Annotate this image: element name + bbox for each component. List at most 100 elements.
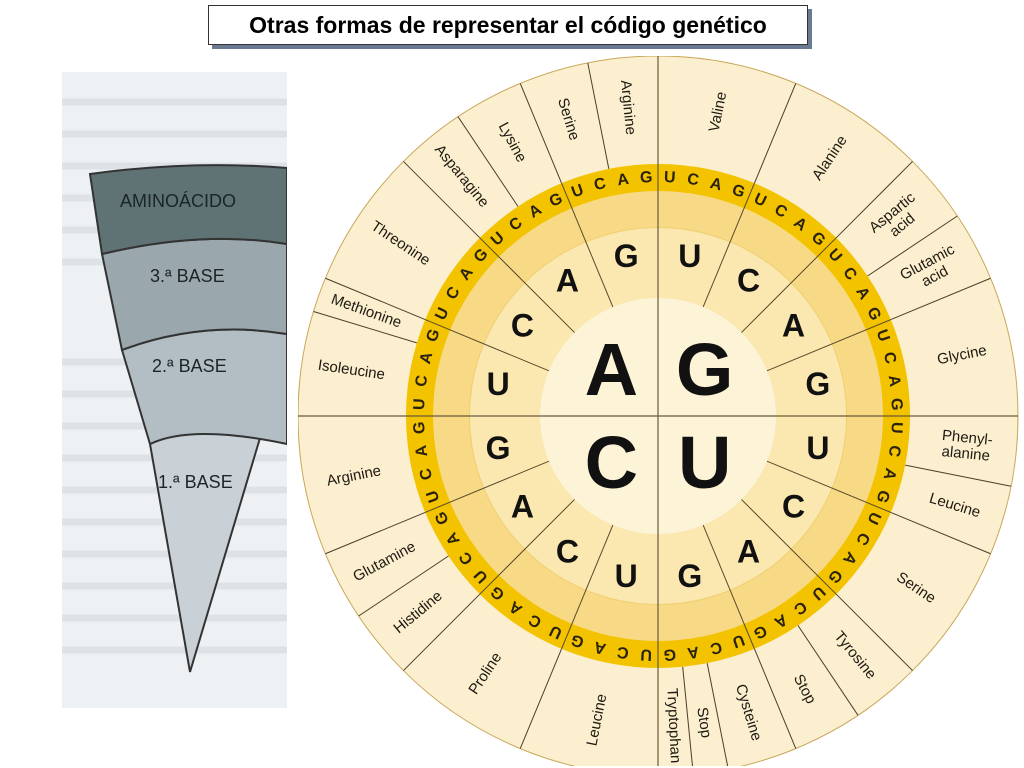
amino-acid-label: Tryptophan xyxy=(663,688,684,764)
codon-funnel-figure: AMINOÁCIDO 3.ª BASE 2.ª BASE 1.ª BASE xyxy=(62,72,287,708)
third-base-label: C xyxy=(885,444,904,458)
second-base-divider xyxy=(741,499,837,595)
third-base-label: C xyxy=(592,175,608,194)
third-base-labels: UCAGUCAGUCAGUCAGUCAGUCAGUCAGUCAGUCAGUCAG… xyxy=(411,169,905,663)
amino-acid-divider xyxy=(587,62,610,169)
first-base-label: G xyxy=(676,328,734,411)
second-base-label: G xyxy=(805,366,830,402)
funnel-aminoacid-segment xyxy=(88,164,287,256)
third-base-label: G xyxy=(730,181,747,201)
third-base-label: G xyxy=(887,398,905,411)
second-base-label: G xyxy=(486,430,511,466)
amino-acid-divider xyxy=(325,511,426,555)
third-base-label: C xyxy=(413,374,432,388)
third-base-label: G xyxy=(663,645,676,663)
second-base-label: U xyxy=(806,430,829,466)
third-base-label: U xyxy=(411,398,429,410)
amino-acid-divider xyxy=(325,277,426,321)
third-base-label: U xyxy=(664,169,676,187)
base-dividers xyxy=(298,56,1018,766)
amino-acid-divider xyxy=(890,511,991,555)
third-base-label: U xyxy=(887,422,905,434)
second-base-label: C xyxy=(737,262,760,298)
third-base-label: A xyxy=(592,638,608,657)
amino-acid-divider xyxy=(835,161,913,239)
third-base-label: G xyxy=(411,421,429,434)
amino-acid-divider xyxy=(890,277,991,321)
first-base-label: A xyxy=(585,328,638,411)
amino-acid-label: Phenyl-alanine xyxy=(940,427,994,465)
amino-acid-divider xyxy=(905,464,1012,487)
second-base-divider xyxy=(424,460,550,513)
third-base-label: G xyxy=(423,327,443,344)
third-base-label: C xyxy=(616,643,630,662)
second-base-divider xyxy=(766,319,892,372)
amino-acid-label: Stop xyxy=(693,706,714,739)
amino-acid-divider xyxy=(519,83,563,184)
third-base-label: G xyxy=(872,488,892,505)
codon-wheel: Phenyl-alanineLeucineSerineTyrosineStopC… xyxy=(298,56,1019,766)
first-base-label: C xyxy=(585,421,638,504)
third-base-label: U xyxy=(640,645,652,663)
amino-acid-divider xyxy=(867,215,958,277)
second-base-label: C xyxy=(511,307,534,343)
funnel-second-base-segment xyxy=(120,328,287,446)
second-base-divider xyxy=(424,319,550,372)
second-base-label: C xyxy=(556,534,579,570)
third-base-label: G xyxy=(569,630,586,650)
third-base-label: A xyxy=(880,466,899,482)
amino-acid-divider xyxy=(706,663,729,766)
amino-acid-divider xyxy=(519,648,563,749)
funnel-third-base-label: 3.ª BASE xyxy=(150,266,225,286)
second-base-divider xyxy=(702,182,755,308)
amino-acid-divider xyxy=(358,555,449,617)
third-base-label: A xyxy=(708,175,724,194)
third-base-label: G xyxy=(640,169,653,187)
second-base-label: G xyxy=(677,558,702,594)
amino-acid-divider xyxy=(313,311,417,344)
third-base-label: A xyxy=(417,350,436,366)
second-base-divider xyxy=(766,460,892,513)
amino-acid-divider xyxy=(835,593,913,671)
funnel-aminoacid-label: AMINOÁCIDO xyxy=(120,191,236,211)
second-base-label: U xyxy=(615,558,638,594)
second-base-divider xyxy=(479,237,575,333)
amino-acid-divider xyxy=(753,83,797,184)
second-base-divider xyxy=(479,499,575,595)
funnel-first-base-label: 1.ª BASE xyxy=(158,472,233,492)
third-base-label: A xyxy=(686,643,700,662)
third-base-label: C xyxy=(880,350,899,366)
amino-acid-label: Arginine xyxy=(617,79,639,135)
second-base-divider xyxy=(702,524,755,650)
third-base-label: C xyxy=(417,466,436,482)
amino-acid-divider xyxy=(403,161,481,239)
third-base-label: C xyxy=(686,171,700,190)
third-base-label: U xyxy=(873,327,893,344)
second-base-label: G xyxy=(614,238,639,274)
second-base-divider xyxy=(741,237,837,333)
second-base-label: U xyxy=(678,238,701,274)
third-base-label: U xyxy=(569,181,586,201)
third-base-label: A xyxy=(616,171,630,190)
page-title: Otras formas de representar el código ge… xyxy=(208,5,808,45)
amino-acid-divider xyxy=(753,648,797,749)
third-base-label: U xyxy=(423,488,443,505)
third-base-label: A xyxy=(885,374,904,388)
first-base-label: U xyxy=(678,421,731,504)
third-base-label: U xyxy=(730,631,747,651)
second-base-label: C xyxy=(782,489,805,525)
funnel-second-base-label: 2.ª BASE xyxy=(152,356,227,376)
amino-acid-divider xyxy=(457,116,519,207)
amino-acid-divider xyxy=(403,593,481,671)
third-base-label: A xyxy=(413,444,432,458)
second-base-divider xyxy=(561,182,614,308)
amino-acid-divider xyxy=(682,666,693,766)
second-base-divider xyxy=(561,524,614,650)
third-base-label: C xyxy=(708,638,724,657)
second-base-label: A xyxy=(556,262,579,298)
second-base-label: A xyxy=(511,489,534,525)
second-base-label: A xyxy=(782,307,805,343)
amino-acid-divider xyxy=(797,625,859,716)
